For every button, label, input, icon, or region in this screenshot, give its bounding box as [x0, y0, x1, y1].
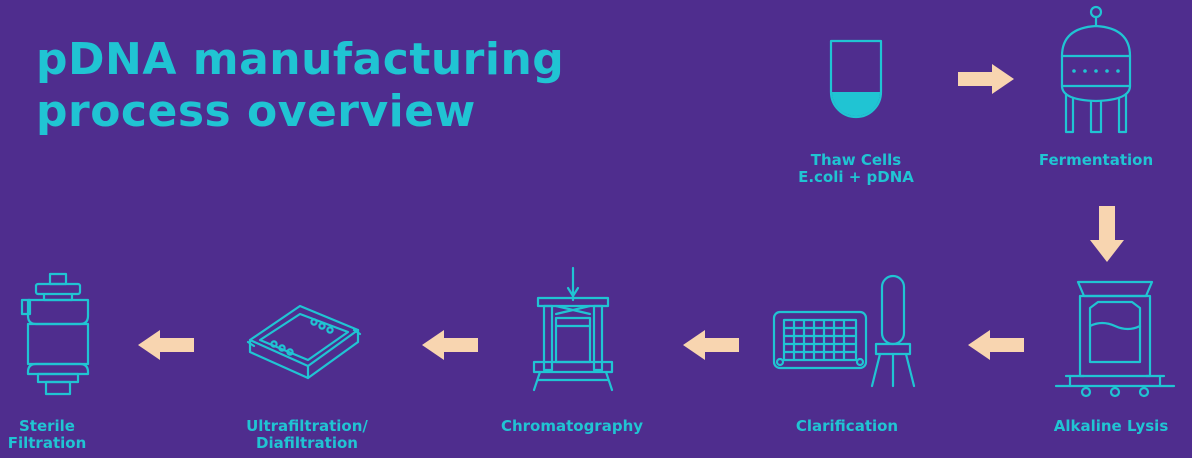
- step-label-line-1: Sterile: [18, 417, 75, 435]
- step-label: Thaw Cells E.coli + pDNA: [776, 152, 936, 186]
- test-tube-icon: [829, 39, 883, 119]
- arrow-left-icon: [138, 330, 194, 360]
- step-label-line-2: Diafiltration: [256, 434, 358, 452]
- step-label-line-1: Ultrafiltration/: [246, 417, 368, 435]
- clarification-filter-icon: [772, 274, 916, 388]
- cassette-filter-icon: [246, 304, 362, 380]
- step-label: Ultrafiltration/ Diafiltration: [212, 418, 402, 452]
- step-label-line-1: Alkaline Lysis: [1053, 417, 1169, 435]
- step-label-line-1: Thaw Cells: [810, 151, 902, 169]
- step-label: Chromatography: [472, 418, 672, 435]
- arrow-left-icon: [968, 330, 1024, 360]
- arrow-right-icon: [958, 64, 1014, 94]
- page-title: pDNA manufacturing process overview: [36, 34, 564, 138]
- step-label: Clarification: [772, 418, 922, 435]
- title-line-2: process overview: [36, 86, 476, 137]
- step-label-line-2: Filtration: [7, 434, 87, 452]
- arrow-left-icon: [683, 330, 739, 360]
- fermenter-tank-icon: [1060, 5, 1132, 134]
- step-label: Alkaline Lysis: [1036, 418, 1186, 435]
- step-label: Sterile Filtration: [0, 418, 94, 452]
- title-line-1: pDNA manufacturing: [36, 34, 565, 85]
- step-label-line-1: Clarification: [795, 417, 899, 435]
- capsule-filter-icon: [20, 272, 90, 396]
- step-label-line-1: Fermentation: [1038, 151, 1154, 169]
- step-label: Fermentation: [1016, 152, 1176, 169]
- step-label-line-1: Chromatography: [500, 417, 644, 435]
- lysis-vessel-icon: [1054, 280, 1176, 398]
- chromatography-column-icon: [532, 266, 614, 392]
- step-label-line-2: E.coli + pDNA: [798, 168, 914, 186]
- arrow-down-icon: [1090, 206, 1124, 262]
- arrow-left-icon: [422, 330, 478, 360]
